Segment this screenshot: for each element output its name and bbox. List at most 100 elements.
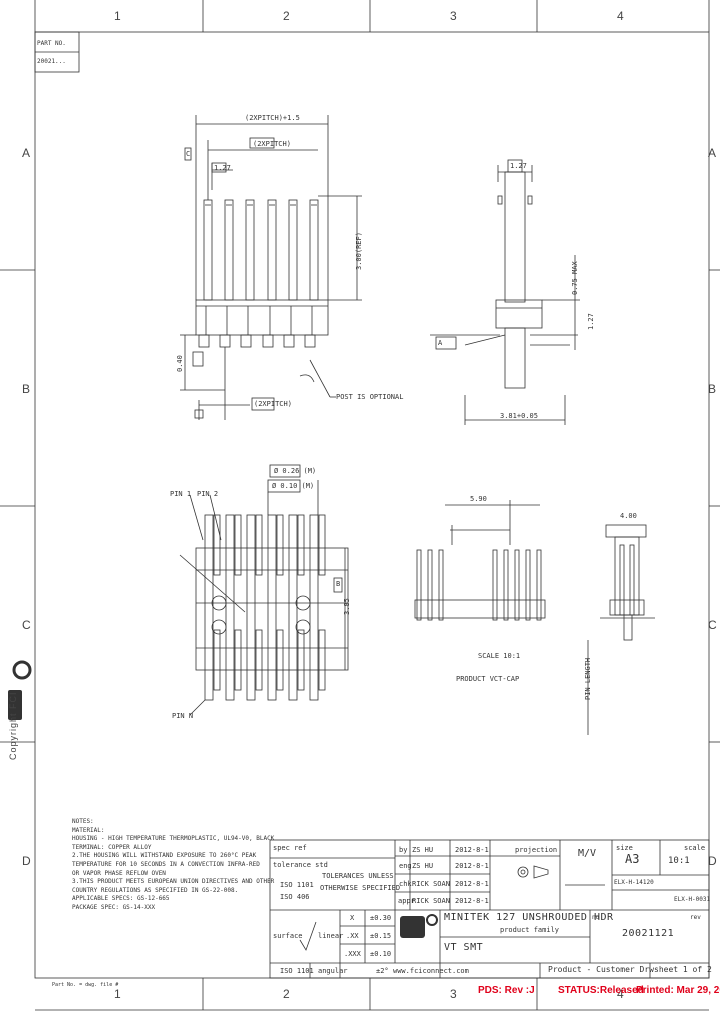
tb-angular: angular [318, 967, 348, 975]
tb-tol-range-1: X [350, 914, 355, 922]
tb-otherwise: OTHERWISE SPECIFIED [320, 884, 401, 892]
tb-chk-date: 2012-8-1 [455, 880, 489, 888]
tolerance-box-2: Ø 0.10 (M) [272, 482, 315, 490]
post-optional-note: POST IS OPTIONAL [336, 393, 404, 401]
tb-spec-ref: spec ref [273, 844, 307, 852]
note-line: COUNTRY REGULATIONS AS SPECIFIED IN GS-2… [72, 886, 239, 894]
note-line: 3.THIS PRODUCT MEETS EUROPEAN UNION DIRE… [72, 878, 275, 886]
tb-website: www.fciconnect.com [393, 967, 469, 975]
note-line: APPLICABLE SPECS: GS-12-665 [72, 895, 170, 903]
dim-tip-width: 1.27 [510, 162, 527, 170]
tb-scale: 10:1 [668, 856, 690, 866]
col-label-4-bottom: 4 [617, 987, 624, 1001]
tb-tolerance-std: tolerance std [273, 861, 328, 869]
dim-overall-length: (2XPITCH)+1.5 [245, 114, 300, 122]
tb-by-label: by [399, 846, 408, 854]
pin-2-label: PIN 2 [197, 490, 219, 498]
tb-title-line-1: MINITEK 127 UNSHROUDED HDR [444, 912, 614, 923]
dim-pcb-max: 0.75 MAX [571, 261, 579, 295]
tb-eng-label: eng [399, 862, 412, 870]
dim-pin-length: 3.00(REF) [355, 232, 363, 270]
row-label-b-right: B [708, 382, 717, 396]
tb-product-family: product family [500, 926, 560, 934]
fci-logo-sheet [8, 660, 32, 720]
tb-mv: M/V [578, 848, 597, 859]
tb-dr-date: 2012-8-1 [455, 846, 489, 854]
dim-pitch: 1.27 [214, 164, 231, 172]
dim-side-width-2: 4.00 [620, 512, 637, 520]
tb-size: A3 [625, 852, 640, 866]
printed-date: Printed: Mar 29, 2013 [636, 985, 720, 996]
row-label-d: D [22, 854, 31, 868]
note-line: HOUSING - HIGH TEMPERATURE THERMOPLASTIC… [72, 835, 275, 843]
col-label-2: 2 [283, 9, 290, 23]
scale-note: SCALE 10:1 [478, 652, 521, 660]
datum-c-label: C [186, 150, 191, 158]
tb-tolerances: TOLERANCES UNLESS [322, 872, 394, 880]
pds-status: PDS: Rev :J [478, 985, 535, 996]
tb-dr-by: ZS HU [412, 846, 434, 854]
tb-doc-type: Product - Customer Drw [548, 965, 654, 974]
tb-iso-3: ISO 1101 [280, 967, 314, 975]
dim-pitch-multiple: (2XPITCH) [253, 140, 291, 148]
tb-tol-range-3: .XXX [344, 950, 361, 958]
tb-customer-ref: ELX-H-14120 [614, 879, 654, 886]
tb-tol-val-3: ±0.10 [370, 950, 392, 958]
release-status: STATUS:Released [558, 985, 644, 996]
note-line: 2.THE HOUSING WILL WITHSTAND EXPOSURE TO… [72, 852, 257, 860]
note-line: NOTES: [72, 818, 94, 825]
dim-base-width: 3.81+0.05 [500, 412, 538, 420]
dim-row-pitch: 3.85 [343, 598, 351, 615]
row-label-b: B [22, 382, 31, 396]
footer-small-note: Part No. = dwg. file # [52, 982, 119, 988]
dim-side-width: 5.90 [470, 495, 487, 503]
note-line: TEMPERATURE FOR 10 SECONDS IN A CONVECTI… [72, 860, 260, 868]
tb-size-label: size [616, 844, 633, 852]
row-label-c-right: C [708, 618, 717, 632]
col-label-4: 4 [617, 9, 624, 23]
tb-surface: surface [273, 932, 303, 940]
col-label-2-bottom: 2 [283, 987, 290, 1001]
dim-height-left: 0.40 [176, 355, 184, 372]
tb-title-line-2: VT SMT [444, 942, 484, 953]
row-label-a: A [22, 146, 31, 160]
note-line: OR VAPOR PHASE REFLOW OVEN [72, 869, 166, 877]
tb-rev-label: rev [690, 914, 701, 921]
note-line: MATERIAL: [72, 826, 105, 834]
col-label-1: 1 [114, 9, 121, 23]
part-no-label: PART NO. [37, 40, 66, 47]
tb-ref-2: ELX-H-0031 [674, 896, 711, 903]
notes-block: NOTES: MATERIAL: HOUSING - HIGH TEMPERAT… [72, 818, 274, 913]
row-label-a-right: A [708, 146, 717, 160]
tb-iso-2: ISO 406 [280, 893, 310, 901]
tb-appr-date: 2012-8-1 [455, 897, 489, 905]
copyright-text: Copyright FCI [8, 691, 18, 760]
tolerance-box-1: Ø 0.26 (M) [274, 467, 317, 475]
tb-angular-val: ±2° [376, 967, 389, 975]
tb-number: 20021121 [622, 928, 675, 939]
tb-tol-range-2: .XX [346, 932, 359, 940]
fci-logo-titleblock [400, 914, 438, 938]
tb-linear: linear [318, 932, 344, 940]
pin-1-label: PIN 1 [170, 490, 192, 498]
dim-side-row-pitch: 1.27 [587, 313, 595, 330]
col-label-1-bottom: 1 [114, 987, 121, 1001]
tb-eng-date: 2012-8-1 [455, 862, 489, 870]
tb-sheet: sheet 1 of 2 [654, 965, 712, 974]
col-label-3: 3 [450, 9, 457, 23]
row-label-d-right: D [708, 854, 717, 868]
datum-a-box: A [438, 339, 443, 347]
part-no-value: 20021... [37, 58, 66, 65]
tb-iso-1: ISO 1101 [280, 881, 314, 889]
tb-eng-by: ZS HU [412, 862, 434, 870]
tb-projection: projection [515, 846, 558, 854]
note-line: PACKAGE SPEC: GS-14-XXX [72, 903, 156, 911]
pin-n-label: PIN N [172, 712, 194, 720]
tb-scale-label: scale [684, 844, 706, 852]
tb-tol-val-2: ±0.15 [370, 932, 392, 940]
tb-chk-by: RICK SOAN [412, 880, 450, 888]
note-line: TERMINAL: COPPER ALLOY [72, 843, 152, 851]
product-variant-note: PRODUCT VCT-CAP [456, 675, 520, 683]
